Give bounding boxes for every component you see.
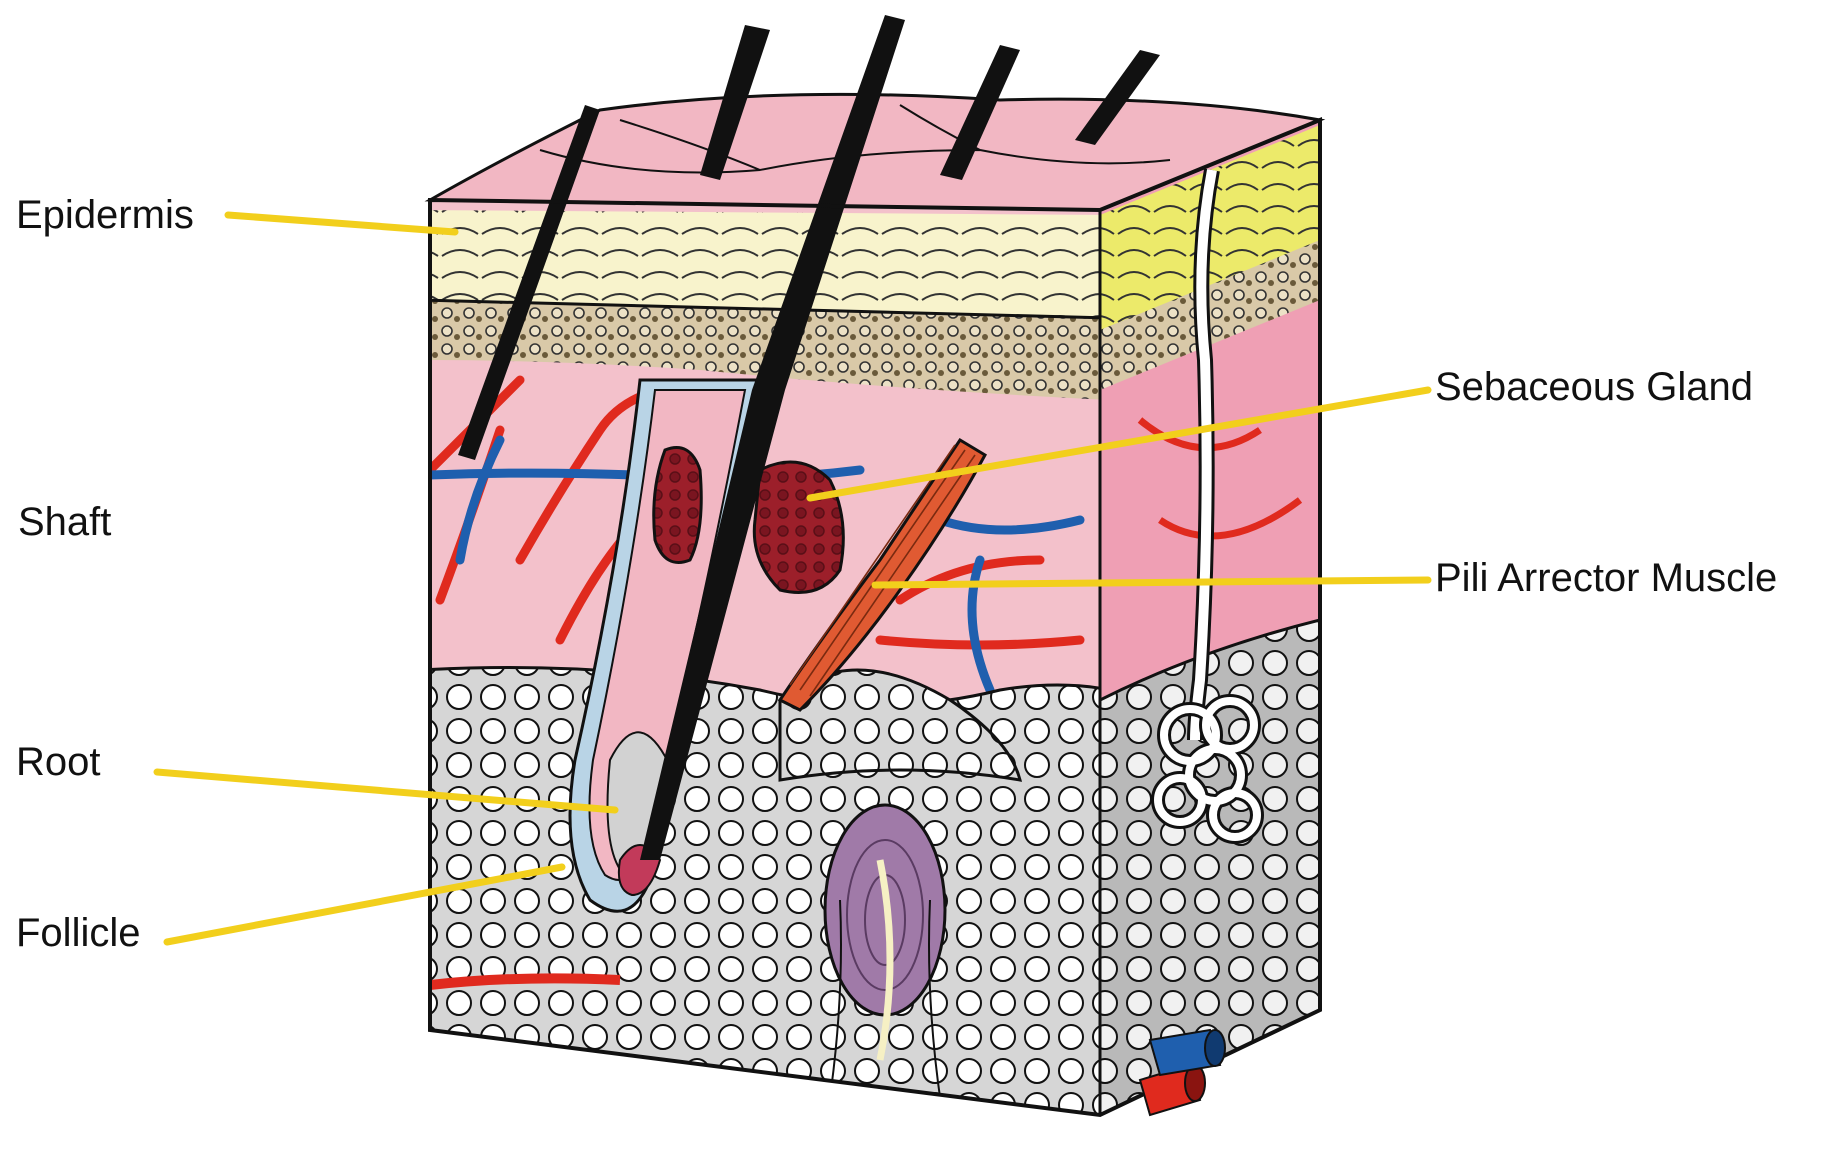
front-face bbox=[420, 190, 1120, 1130]
label-epidermis: Epidermis bbox=[16, 195, 194, 235]
sebaceous-gland bbox=[754, 462, 843, 593]
leader-line-epidermis bbox=[228, 215, 455, 232]
leader-line-pili bbox=[875, 580, 1428, 585]
label-shaft: Shaft bbox=[18, 502, 111, 542]
label-pili-arrector-muscle: Pili Arrector Muscle bbox=[1435, 558, 1777, 598]
label-sebaceous-gland: Sebaceous Gland bbox=[1435, 367, 1753, 407]
label-root: Root bbox=[16, 742, 101, 782]
label-follicle: Follicle bbox=[16, 913, 140, 953]
sebaceous-gland-left bbox=[654, 448, 702, 563]
